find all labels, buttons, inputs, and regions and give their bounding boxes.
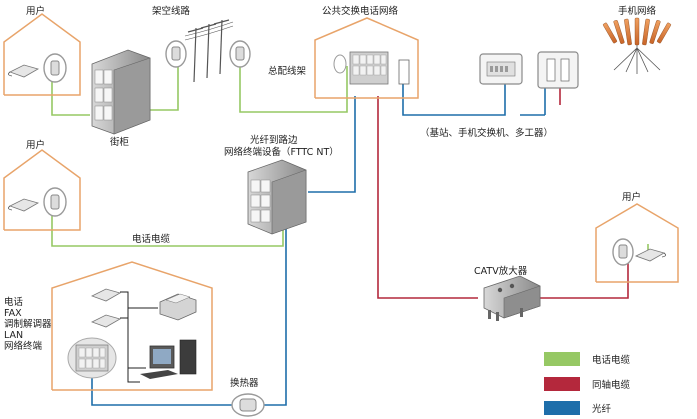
house-mid-left <box>3 149 81 231</box>
label-fttc-line1: 光纤到路边 <box>250 134 298 146</box>
legend-label-coax-cable: 同轴电缆 <box>592 379 631 391</box>
phone-cable-to-mdf <box>239 66 348 113</box>
legend-swatch-fiber <box>544 401 580 415</box>
label-pstn: 公共交换电话网络 <box>322 5 399 17</box>
fiber-cable-pstn-down <box>308 96 356 193</box>
pole-terminal-right <box>229 40 251 68</box>
coax-cable-pstn-to-catv <box>377 96 478 299</box>
pole-terminal-left <box>165 40 187 68</box>
phone-cable-cabinet-to-pole <box>150 66 179 111</box>
legend-label-phone-cable: 电话电缆 <box>592 354 631 366</box>
catv-amplifier-icon <box>483 275 541 321</box>
coax-cable-catv-to-user <box>540 262 629 299</box>
house-pstn <box>314 17 419 99</box>
label-home-device-3: LAN <box>4 330 23 341</box>
label-home-device-1: FAX <box>4 308 22 319</box>
phone-icon-top-left <box>8 53 67 83</box>
fiber-cable-heat-to-home <box>91 375 236 406</box>
mobile-network-antenna-icon <box>602 17 672 74</box>
coax-cables <box>377 86 629 299</box>
phone-icon-mid-left <box>8 187 67 217</box>
legend: 电话电缆 同轴电缆 光纤 <box>544 352 631 415</box>
base-station-switch-icon <box>479 53 523 85</box>
label-fttc-line2: 网络终端设备（FTTC NT） <box>224 146 339 158</box>
house-top-left <box>3 13 81 96</box>
heat-exchanger-icon <box>231 393 265 417</box>
modem-rack-icon <box>67 337 117 379</box>
home-phone-icon-2 <box>90 314 122 328</box>
fax-machine-icon <box>159 293 197 321</box>
pstn-exchange-icon <box>333 51 410 85</box>
desktop-computer-icon <box>140 339 197 379</box>
label-user-right: 用户 <box>622 191 641 203</box>
legend-label-fiber: 光纤 <box>592 403 612 415</box>
label-user-mid-left: 用户 <box>26 139 45 151</box>
house-right <box>595 203 679 283</box>
label-street-cabinet: 街柜 <box>110 136 130 148</box>
label-mdf: 总配线架 <box>268 65 307 77</box>
label-heat-exchanger: 换热器 <box>230 377 259 389</box>
fiber-cables <box>91 82 546 406</box>
fiber-cable-pstn-to-base <box>402 82 506 116</box>
utility-poles-icon <box>184 19 234 83</box>
fiber-cable-fttc-to-heat <box>260 218 287 406</box>
label-home-device-2: 调制解调器 <box>4 318 52 330</box>
label-overhead-line: 架空线路 <box>152 5 191 17</box>
home-internal-lines <box>120 291 158 383</box>
phone-cable-top-left <box>51 72 90 116</box>
street-cabinet-icon <box>91 49 151 135</box>
legend-swatch-coax-cable <box>544 377 580 391</box>
label-mobile-network: 手机网络 <box>618 5 657 17</box>
label-catv-amp: CATV放大器 <box>474 265 528 277</box>
phone-icon-right <box>612 238 666 266</box>
fttc-nt-cabinet-icon <box>247 159 307 235</box>
home-phone-icon-1 <box>90 288 122 302</box>
label-base-station: （基站、手机交换机、多工器） <box>420 127 553 139</box>
multiplexer-icon <box>537 51 579 89</box>
label-phone-cable: 电话电缆 <box>132 233 171 245</box>
label-home-device-4: 网络终端 <box>4 340 43 352</box>
house-home-office <box>51 261 213 391</box>
label-home-device-0: 电话 <box>4 296 24 308</box>
legend-swatch-phone-cable <box>544 352 580 366</box>
label-user-top-left: 用户 <box>26 5 45 17</box>
